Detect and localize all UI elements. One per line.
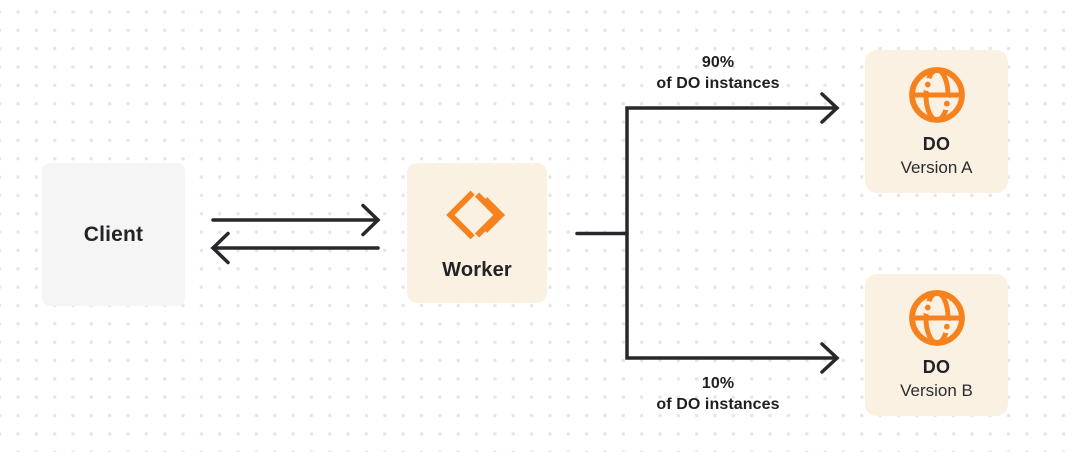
top-branch-percent: 90%	[701, 54, 735, 71]
bottom-branch-caption: of DO instances	[656, 396, 780, 413]
cloudflare-workers-icon	[446, 190, 506, 240]
do-b-title: DO	[922, 357, 951, 377]
top-branch-label: 90% of DO instances	[618, 52, 818, 94]
durable-object-globe-icon	[908, 66, 965, 123]
do-a-subtitle: Version A	[900, 157, 973, 177]
do-a-title: DO	[922, 133, 951, 154]
client-label: Client	[83, 222, 144, 246]
bottom-branch-percent: 10%	[701, 375, 735, 392]
durable-object-globe-icon	[908, 290, 965, 346]
node-client: Client	[42, 163, 185, 306]
node-worker: Worker	[407, 163, 547, 303]
worker-to-client-arrow	[210, 231, 380, 265]
do-b-subtitle: Version B	[900, 381, 973, 400]
client-to-worker-arrow	[211, 203, 381, 237]
bottom-branch-label: 10% of DO instances	[618, 373, 818, 415]
branch-split-lines	[575, 92, 840, 374]
worker-label: Worker	[442, 259, 512, 281]
node-do-version-a: DO Version A	[865, 50, 1008, 193]
top-branch-caption: of DO instances	[656, 75, 780, 92]
node-do-version-b: DO Version B	[865, 274, 1008, 416]
